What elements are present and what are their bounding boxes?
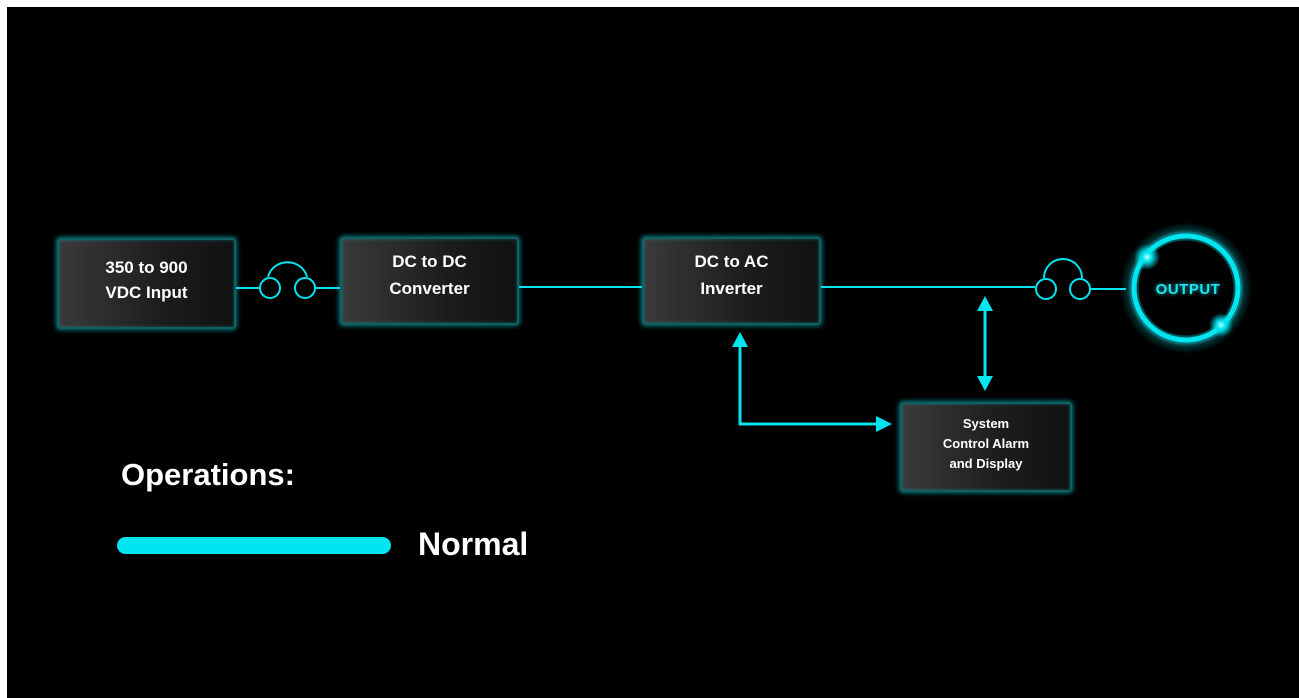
dc-ac-inverter-block: DC to AC Inverter	[642, 237, 821, 325]
legend-swatch-normal	[117, 537, 391, 554]
double-arrow-bus-control-icon	[977, 296, 993, 391]
switch-1-icon	[259, 261, 316, 299]
system-control-label: System Control Alarm and Display	[942, 416, 1030, 471]
arrow-control-to-inverter-icon	[732, 332, 892, 432]
dc-dc-converter-label: DC to DC Converter	[389, 252, 470, 298]
diagram-canvas	[7, 7, 1299, 698]
dc-dc-converter-block: DC to DC Converter	[340, 237, 519, 325]
input-source-block: 350 to 900 VDC Input	[57, 238, 236, 329]
legend-title: Operations:	[121, 457, 295, 492]
legend-label-normal: Normal	[418, 526, 529, 562]
output-label: OUTPUT	[1155, 281, 1221, 298]
dc-ac-inverter-label: DC to AC Inverter	[694, 252, 769, 298]
input-source-label: 350 to 900 VDC Input	[105, 257, 188, 302]
system-control-block: System Control Alarm and Display	[900, 402, 1072, 492]
output-ring-icon	[1120, 222, 1252, 354]
switch-2-icon	[1035, 258, 1091, 300]
